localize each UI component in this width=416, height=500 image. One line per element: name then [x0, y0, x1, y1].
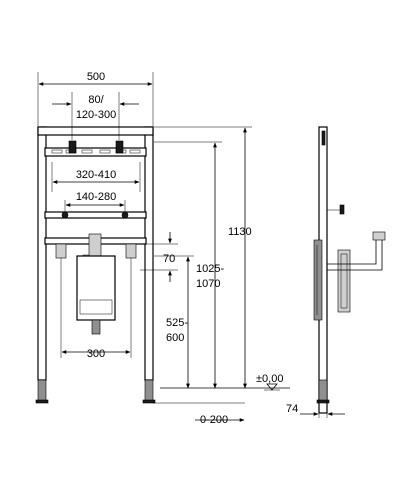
- dim-drain-offset-label: 70: [163, 253, 175, 265]
- dim-top-height-label-1: 1025-: [196, 263, 224, 275]
- dimension-connection-spacing: 80/ 120-300: [52, 92, 139, 140]
- dim-floor-adjust-label: 0-200: [200, 414, 228, 426]
- dim-mid-height-label-2: 600: [166, 332, 184, 344]
- front-view: [35, 126, 156, 404]
- side-view: [313, 126, 386, 414]
- dim-upper-bracket-label: 320-410: [76, 169, 116, 181]
- dim-connection-label-1: 80/: [88, 94, 104, 106]
- floor-level-label: ±0,00: [256, 373, 283, 385]
- dimension-depth: 74: [286, 400, 345, 418]
- dim-top-height-label-2: 1070: [196, 278, 220, 290]
- dimension-upper-bracket: 320-410: [51, 162, 141, 192]
- dim-mid-height-label-1: 525-: [166, 317, 188, 329]
- dimension-frame-width: 500: [37, 71, 154, 126]
- dim-depth-label: 74: [286, 403, 298, 415]
- dimension-waste-spacing: 300: [60, 258, 132, 360]
- floor-level: ±0,00: [160, 373, 290, 391]
- dim-total-height-label: 1130: [228, 226, 252, 238]
- dim-connection-label-2: 120-300: [76, 109, 116, 121]
- dimension-total-height: 1130: [154, 126, 252, 389]
- dimension-top-height: 1025- 1070: [154, 141, 224, 389]
- dimension-floor-adjust: 0-200: [153, 402, 245, 426]
- dim-waste-spacing-label: 300: [87, 348, 105, 360]
- dim-lower-bracket-label: 140-280: [76, 191, 116, 203]
- dim-frame-width-label: 500: [87, 71, 105, 83]
- dimension-lower-bracket: 140-280: [64, 191, 126, 212]
- dimension-mid-height: 525- 600: [154, 255, 194, 389]
